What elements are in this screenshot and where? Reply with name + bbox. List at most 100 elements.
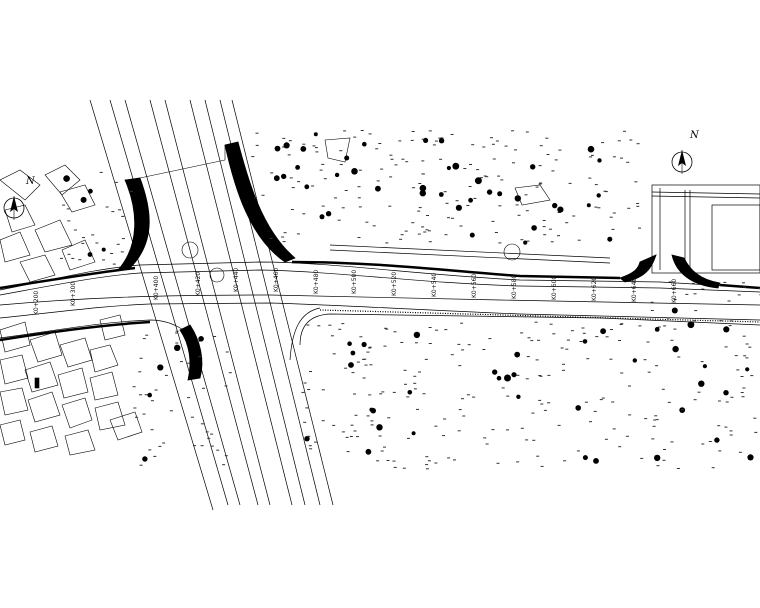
survey-point (314, 147, 318, 149)
survey-point (557, 424, 561, 426)
survey-point (626, 161, 630, 163)
survey-point (412, 187, 416, 189)
survey-point (434, 425, 438, 427)
survey-point (471, 144, 475, 146)
survey-point (736, 369, 740, 371)
survey-point (368, 346, 372, 348)
tree-symbol (654, 454, 661, 462)
survey-point (414, 342, 418, 344)
survey-point (450, 134, 454, 135)
survey-point (376, 180, 380, 182)
survey-point (497, 175, 501, 177)
survey-point (403, 369, 407, 371)
survey-point (542, 226, 546, 228)
survey-point (62, 204, 66, 206)
survey-point (303, 382, 307, 384)
chainage-label: K0+580 (511, 275, 518, 299)
survey-point (581, 327, 585, 329)
survey-point (526, 240, 530, 242)
survey-point (589, 421, 592, 423)
survey-point (681, 409, 684, 411)
survey-point (344, 190, 348, 191)
survey-point (341, 207, 345, 209)
survey-point (565, 222, 569, 224)
survey-point (150, 400, 154, 402)
tree-symbol (87, 252, 93, 257)
survey-point (307, 435, 311, 437)
survey-point (697, 391, 701, 393)
survey-point (365, 221, 369, 223)
tree-symbol (300, 146, 307, 152)
survey-point (539, 145, 543, 147)
survey-point (729, 430, 733, 432)
heavy-road-edges (0, 260, 760, 342)
survey-point (372, 225, 376, 227)
survey-point (479, 177, 483, 179)
survey-point (462, 415, 466, 417)
survey-point (554, 159, 558, 161)
survey-point (663, 449, 666, 450)
survey-point (71, 257, 75, 259)
survey-point (376, 460, 380, 462)
survey-point (321, 205, 325, 207)
north-arrow-right: N (671, 130, 700, 174)
survey-point (540, 465, 544, 467)
tree-symbol (80, 196, 87, 203)
survey-point (158, 445, 162, 447)
survey-point (224, 385, 228, 387)
tree-symbol (593, 458, 599, 464)
survey-point (432, 144, 436, 146)
survey-point (413, 388, 417, 390)
survey-point (531, 412, 535, 414)
survey-point (485, 176, 489, 178)
survey-point (346, 451, 350, 453)
survey-point (261, 194, 265, 196)
survey-point (636, 143, 640, 145)
tree-symbol (101, 247, 106, 252)
survey-point (604, 438, 608, 440)
survey-point (525, 131, 529, 133)
tree-symbol (304, 184, 310, 190)
survey-point (301, 391, 305, 393)
survey-point (418, 207, 422, 209)
survey-point (742, 282, 745, 284)
survey-point (468, 186, 472, 187)
survey-point (549, 228, 552, 230)
survey-point (362, 358, 365, 360)
survey-point (386, 460, 390, 461)
survey-point (321, 163, 325, 165)
tree-symbol (419, 190, 426, 197)
survey-point (494, 232, 498, 233)
survey-point (570, 330, 574, 332)
survey-point (719, 320, 723, 322)
survey-point (661, 388, 665, 390)
survey-point (305, 407, 309, 409)
survey-point (321, 420, 325, 422)
survey-point (439, 158, 443, 160)
survey-point (558, 149, 562, 151)
survey-point (725, 401, 729, 403)
survey-point (609, 358, 613, 360)
survey-point (129, 190, 133, 192)
survey-point (662, 459, 666, 461)
north-label-right: N (689, 130, 700, 141)
survey-point (498, 242, 502, 244)
tree-symbol (438, 138, 445, 144)
survey-point (743, 286, 747, 288)
survey-point (627, 207, 631, 209)
survey-point (357, 237, 361, 238)
survey-point (526, 356, 530, 358)
survey-point (618, 340, 621, 341)
survey-point (610, 329, 613, 330)
survey-point (357, 197, 361, 199)
north-arrow-left: N (3, 176, 36, 220)
survey-point (653, 419, 657, 421)
survey-point (593, 410, 597, 412)
survey-point (426, 215, 429, 216)
tree-symbol (702, 364, 708, 369)
survey-point (694, 310, 698, 312)
survey-points (60, 130, 760, 470)
survey-point (138, 371, 142, 373)
survey-point (296, 233, 300, 235)
